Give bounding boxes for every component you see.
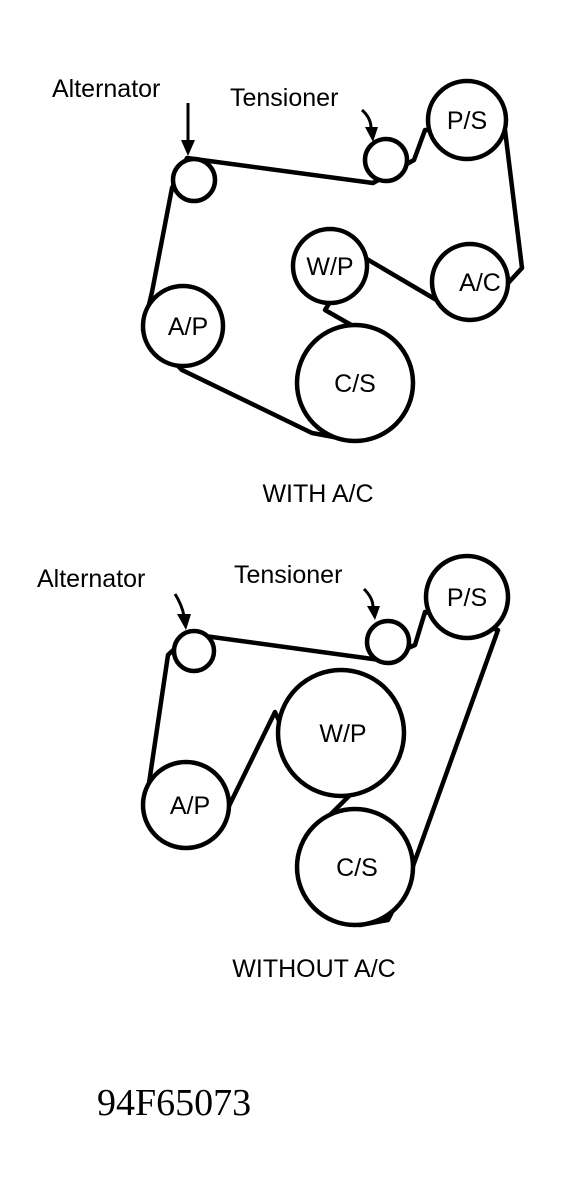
power-steering-pulley [425,78,509,162]
tensioner-arrowhead [367,606,380,620]
with-ac-caption: WITH A/C [262,480,373,508]
tensioner-arrow-shaft [360,108,373,129]
without-ac-diagram: P/S W/P A/P C/S Alternator Tensioner WIT… [37,553,511,983]
alternator-arrowhead [177,614,191,630]
ps-pulley-label: P/S [447,107,487,135]
cs-pulley-label: C/S [334,370,376,398]
alternator-callout: Alternator [52,75,160,103]
alternator-pulley [171,628,217,674]
ps-pulley-label: P/S [447,584,487,612]
ac-compressor-pulley [429,241,511,323]
ac-pulley-label: A/C [459,269,501,297]
crankshaft-pulley [294,322,416,444]
tensioner-callout: Tensioner [230,84,338,112]
ap-pulley-label: A/P [170,792,210,820]
air-pump-pulley [140,759,232,851]
power-steering-pulley [423,553,511,641]
water-pump-pulley [290,226,370,306]
tensioner-arrowhead [365,127,378,142]
wp-pulley-label: W/P [319,720,366,748]
with-ac-diagram: P/S W/P A/C A/P C/S Alternator Tensioner… [52,75,525,508]
alternator-callout: Alternator [37,565,145,593]
ap-pulley-label: A/P [168,313,208,341]
without-ac-caption: WITHOUT A/C [232,955,395,983]
diagram-code: 94F65073 [97,1082,251,1124]
crankshaft-pulley [294,806,416,928]
tensioner-pulley [362,136,410,184]
tensioner-callout: Tensioner [234,561,342,589]
cs-pulley-label: C/S [336,854,378,882]
wp-pulley-label: W/P [306,253,353,281]
tensioner-arrow-shaft [362,587,375,608]
tensioner-pulley [364,618,412,666]
water-pump-pulley [275,667,407,799]
alternator-arrowhead [181,140,195,156]
alternator-arrow-shaft [173,593,186,617]
air-pump-pulley [140,283,226,369]
alternator-pulley [170,156,218,204]
